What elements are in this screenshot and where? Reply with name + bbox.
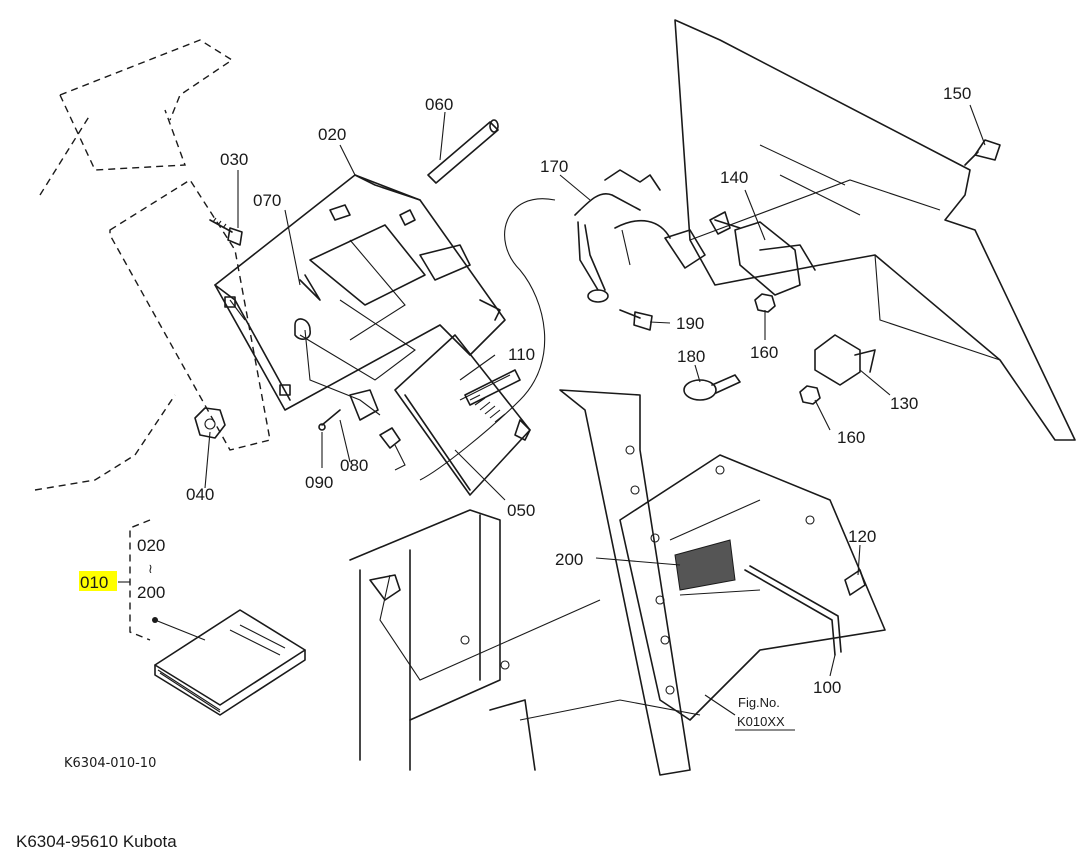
nut-040	[194, 407, 226, 439]
nut-160-upper	[754, 293, 776, 313]
rod-100	[744, 565, 842, 656]
bolt-190	[619, 309, 653, 331]
callout-200: 200	[555, 550, 583, 569]
bracket-020	[214, 174, 506, 411]
connector-080	[379, 427, 406, 471]
harness-170	[419, 169, 731, 481]
page-caption: K6304-95610 Kubota	[16, 832, 177, 851]
drawing-code: K6304-010-10	[64, 756, 156, 771]
callout-170: 170	[540, 157, 568, 176]
callout-160-lower: 160	[837, 428, 865, 447]
callout-020: 020	[318, 125, 346, 144]
callout-010: 010	[80, 573, 108, 592]
fig-label: Fig.No.	[738, 695, 780, 710]
main-frame	[349, 389, 886, 776]
callout-140: 140	[720, 168, 748, 187]
kit-range-separator: ≀	[148, 561, 153, 576]
manual-010	[152, 609, 306, 716]
pin-120	[844, 569, 866, 596]
callout-110: 110	[508, 345, 535, 364]
exploded-parts-diagram: 030 020 060 070 170 140 150 190 110 180 …	[34, 19, 1076, 776]
switch-harness-070	[294, 224, 426, 421]
kit-range-start: 020	[137, 536, 165, 555]
clamp-180	[683, 374, 741, 401]
callout-150: 150	[943, 84, 971, 103]
callout-060: 060	[425, 95, 453, 114]
bolt-090	[318, 409, 341, 431]
nut-160-lower	[799, 385, 821, 405]
fender-outline	[34, 39, 271, 491]
callout-120: 120	[848, 527, 876, 546]
callout-030: 030	[220, 150, 248, 169]
fig-number: K010XX	[737, 714, 785, 729]
leader-lines	[204, 104, 986, 731]
callout-160-upper: 160	[750, 343, 778, 362]
decal-200	[674, 539, 736, 591]
bolt-150	[964, 139, 1001, 166]
callout-080: 080	[340, 456, 368, 475]
callout-130: 130	[890, 394, 918, 413]
callout-100: 100	[813, 678, 841, 697]
relay-140	[714, 219, 816, 296]
bolt-030	[209, 217, 243, 246]
callout-070: 070	[253, 191, 281, 210]
callout-180: 180	[677, 347, 705, 366]
panel-upper-right	[674, 19, 1076, 441]
callout-050: 050	[507, 501, 535, 520]
callout-190: 190	[676, 314, 704, 333]
callout-090: 090	[305, 473, 333, 492]
kit-range-end: 200	[137, 583, 165, 602]
switch-130	[814, 334, 876, 386]
cover-050	[394, 334, 531, 496]
callout-040: 040	[186, 485, 214, 504]
kit-bracket	[118, 519, 151, 641]
highlight-010	[79, 571, 117, 591]
pin-060	[427, 119, 499, 184]
